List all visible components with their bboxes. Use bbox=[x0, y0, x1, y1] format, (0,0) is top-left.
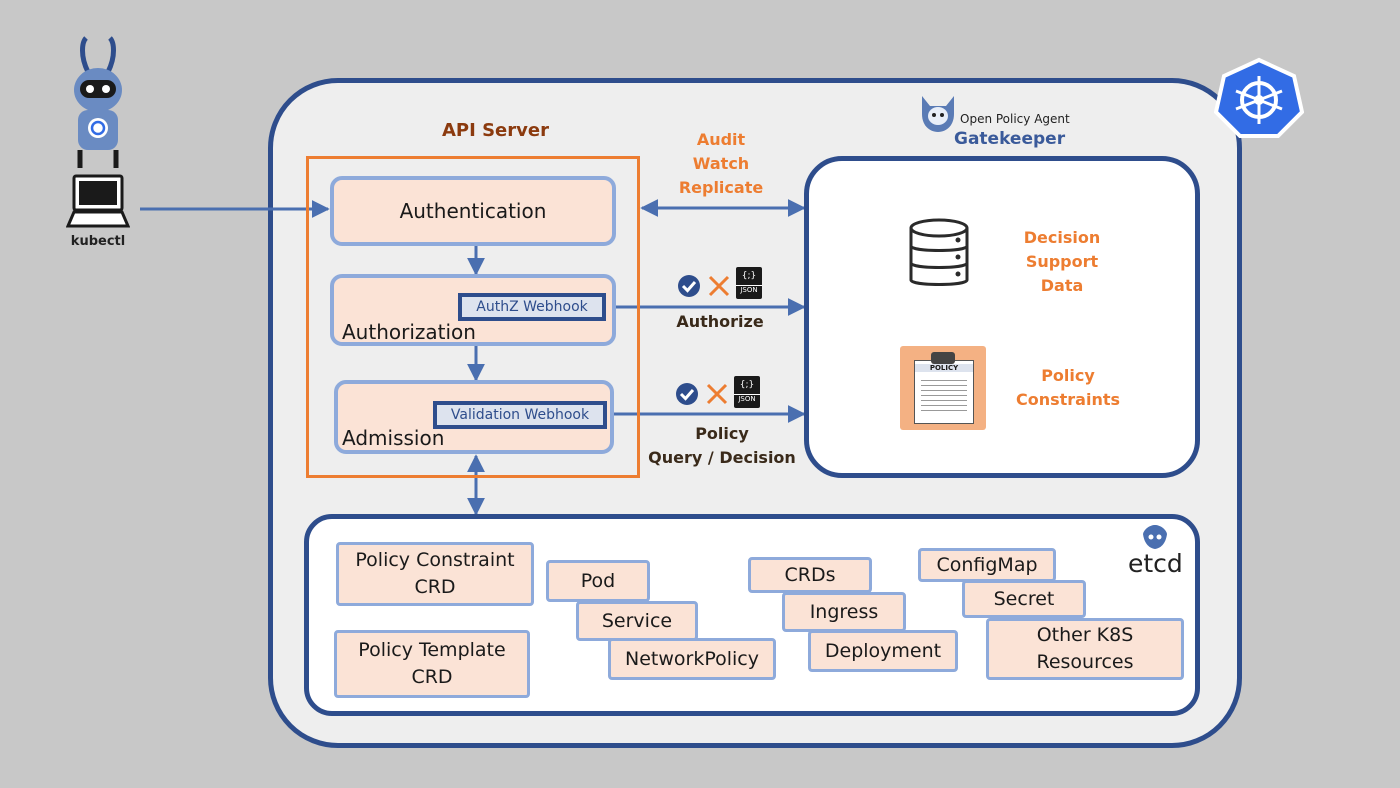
resource-ingress: Ingress bbox=[782, 592, 906, 632]
json-braces: {;} bbox=[739, 380, 755, 390]
data-line: Data bbox=[1040, 276, 1084, 295]
authorize-label: Authorize bbox=[676, 312, 764, 331]
clipboard-clip bbox=[931, 352, 955, 364]
resource-secret: Secret bbox=[962, 580, 1086, 618]
laptop-icon bbox=[66, 174, 130, 228]
database-icon bbox=[909, 218, 969, 286]
policy-line: Policy bbox=[695, 424, 749, 443]
resource-pod: Pod bbox=[546, 560, 650, 602]
json-tag: JSON bbox=[736, 285, 762, 294]
json-file-icon: {;} JSON bbox=[736, 267, 762, 299]
policy-title-line: Policy bbox=[1041, 366, 1095, 385]
json-braces: {;} bbox=[741, 271, 757, 281]
clipboard-title: POLICY bbox=[915, 364, 973, 372]
check-icon bbox=[676, 383, 698, 405]
authorization-label: Authorization bbox=[342, 320, 476, 344]
json-tag: JSON bbox=[734, 394, 760, 403]
resource-service: Service bbox=[576, 601, 698, 641]
validation-webhook-box: Validation Webhook bbox=[433, 401, 607, 429]
watch-line: Watch bbox=[692, 154, 750, 173]
clipboard-lines bbox=[921, 376, 967, 412]
query-decision-line: Query / Decision bbox=[648, 448, 796, 467]
policy-clipboard-icon: POLICY bbox=[900, 346, 986, 430]
kubernetes-logo-icon bbox=[1214, 57, 1304, 138]
decision-line: Decision bbox=[1023, 228, 1101, 247]
clipboard-paper: POLICY bbox=[914, 360, 974, 424]
opa-logo-icon bbox=[922, 96, 954, 132]
resource-policy-constraint-crd: Policy Constraint CRD bbox=[336, 542, 534, 606]
kubectl-label: kubectl bbox=[70, 234, 126, 249]
constraints-line: Constraints bbox=[1015, 390, 1121, 409]
kubectl-mascot-icon bbox=[74, 36, 122, 168]
etcd-logo-icon bbox=[1143, 525, 1167, 549]
decision-support-data-label: Decision Support Data bbox=[1012, 226, 1112, 298]
json-file-icon: {;} JSON bbox=[734, 376, 760, 408]
resource-networkpolicy: NetworkPolicy bbox=[608, 638, 776, 680]
policy-query-label: Policy Query / Decision bbox=[640, 422, 804, 470]
resource-policy-template-crd: Policy Template CRD bbox=[334, 630, 530, 698]
etcd-label: etcd bbox=[1128, 549, 1183, 578]
opa-brand-line: Open Policy Agent bbox=[960, 112, 1070, 126]
authentication-label: Authentication bbox=[399, 199, 547, 223]
policy-constraints-label: Policy Constraints bbox=[1010, 364, 1126, 412]
gatekeeper-panel bbox=[804, 156, 1200, 478]
resource-other-k8s: Other K8S Resources bbox=[986, 618, 1184, 680]
audit-line: Audit bbox=[696, 130, 746, 149]
audit-flow-label: Audit Watch Replicate bbox=[666, 128, 776, 200]
resource-deployment: Deployment bbox=[808, 630, 958, 672]
api-server-title: API Server bbox=[442, 120, 549, 141]
cross-icon bbox=[706, 383, 728, 405]
gatekeeper-name: Gatekeeper bbox=[954, 129, 1066, 149]
api-server-box bbox=[306, 156, 640, 478]
authentication-stage: Authentication bbox=[330, 176, 616, 246]
support-line: Support bbox=[1025, 252, 1099, 271]
resource-configmap: ConfigMap bbox=[918, 548, 1056, 582]
resource-crds: CRDs bbox=[748, 557, 872, 593]
authz-webhook-box: AuthZ Webhook bbox=[458, 293, 606, 321]
cross-icon bbox=[708, 275, 730, 297]
admission-label: Admission bbox=[342, 426, 445, 450]
replicate-line: Replicate bbox=[678, 178, 764, 197]
check-icon bbox=[678, 275, 700, 297]
